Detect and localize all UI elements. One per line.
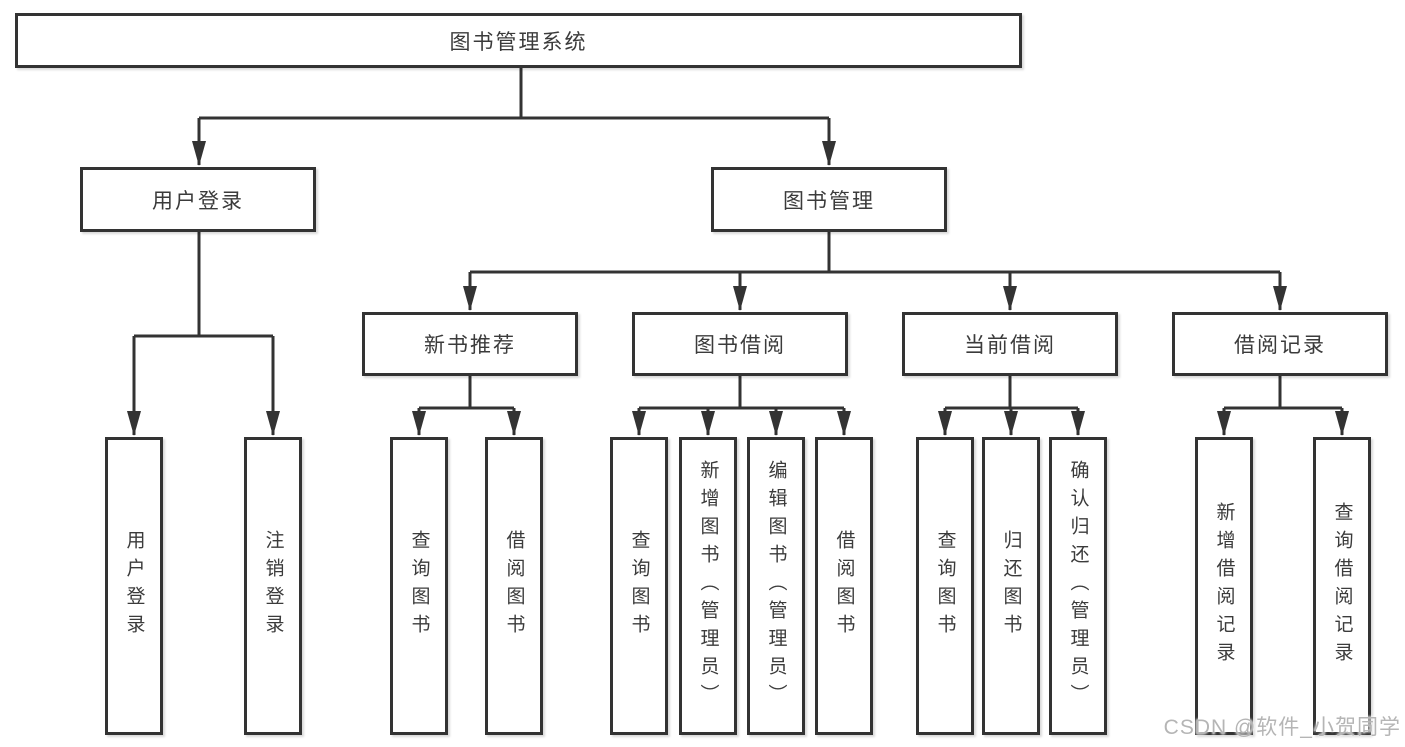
leaf-borrow-books-1: 借阅图书 — [485, 437, 543, 735]
connector-root-to-branches — [192, 68, 836, 166]
node-current-borrowing: 当前借阅 — [902, 312, 1118, 376]
leaf-edit-books-admin: 编辑图书（管理员） — [747, 437, 805, 735]
connector-new-book-children — [412, 376, 521, 436]
connector-user-login-children — [127, 232, 280, 436]
leaf-confirm-return-admin: 确认归还（管理员） — [1049, 437, 1107, 735]
leaf-add-books-admin: 新增图书（管理员） — [679, 437, 737, 735]
node-user-login: 用户登录 — [80, 167, 316, 232]
leaf-query-books-1: 查询图书 — [390, 437, 448, 735]
leaf-query-borrow-record: 查询借阅记录 — [1313, 437, 1371, 735]
leaf-user-login: 用户登录 — [105, 437, 163, 735]
connector-current-borrow-children — [938, 376, 1085, 436]
node-book-management: 图书管理 — [711, 167, 947, 232]
node-borrowing-records: 借阅记录 — [1172, 312, 1388, 376]
connector-records-children — [1217, 376, 1349, 436]
watermark: CSDN @软件_小贺同学 — [1163, 716, 1401, 739]
leaf-return-books: 归还图书 — [982, 437, 1040, 735]
node-library-system: 图书管理系统 — [15, 13, 1022, 68]
connector-book-management-to-sections — [463, 232, 1287, 311]
node-book-borrowing: 图书借阅 — [632, 312, 848, 376]
leaf-query-books-2: 查询图书 — [610, 437, 668, 735]
connector-borrowing-children — [632, 376, 851, 436]
node-new-book-recommend: 新书推荐 — [362, 312, 578, 376]
leaf-query-books-3: 查询图书 — [916, 437, 974, 735]
leaf-add-borrow-record: 新增借阅记录 — [1195, 437, 1253, 735]
leaf-borrow-books-2: 借阅图书 — [815, 437, 873, 735]
leaf-logout: 注销登录 — [244, 437, 302, 735]
